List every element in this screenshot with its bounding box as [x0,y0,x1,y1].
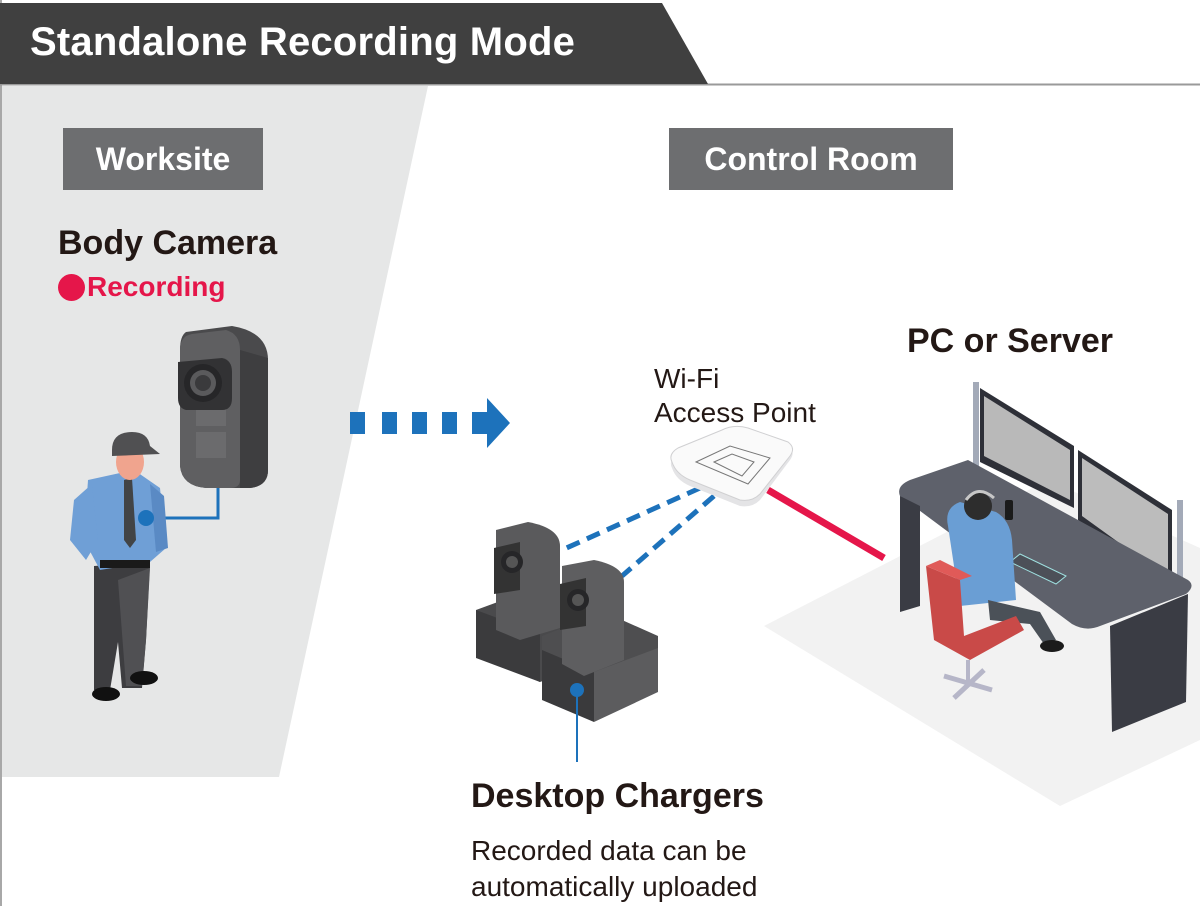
zone-label-control-room: Control Room [669,128,953,190]
wireless-link-2 [620,494,716,578]
body-camera-title: Body Camera [58,224,278,262]
desktop-chargers-description: Recorded data can be automatically uploa… [471,833,757,905]
security-guard-icon [70,432,168,701]
access-point-label-line1: Wi-Fi [654,363,720,394]
pc-server-title: PC or Server [907,322,1113,360]
wired-link [766,486,886,562]
zone-label-worksite: Worksite [63,128,263,190]
header-bar [0,3,708,84]
record-dot-icon [58,273,85,301]
recording-status: Recording [58,271,225,303]
page-title: Standalone Recording Mode [30,20,576,64]
desktop-chargers-description-line2: automatically uploaded [471,871,758,902]
wifi-access-point-icon [670,425,794,507]
desktop-chargers-description-line1: Recorded data can be [471,835,747,866]
desktop-chargers-title: Desktop Chargers [471,777,764,815]
dashed-arrow-right-icon [350,398,510,448]
wireless-link-1 [560,485,702,553]
recording-status-label: Recording [87,271,226,302]
operator-workstation-icon [899,382,1192,732]
access-point-label: Wi-Fi Access Point [654,362,816,430]
body-camera-icon [178,326,268,488]
body-camera-connector [150,488,220,520]
access-point-label-line2: Access Point [654,397,816,428]
charger-dock-icon [476,522,658,722]
